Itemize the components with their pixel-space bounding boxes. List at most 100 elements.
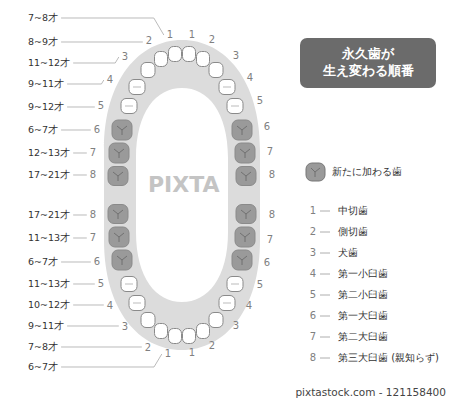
callout-number: 7: [267, 234, 273, 246]
key-number: 7: [310, 331, 316, 343]
tooth-name: 中切歯: [338, 205, 368, 217]
teeth: [108, 47, 256, 344]
callout-number: 3: [233, 50, 239, 62]
key-number: 2: [310, 226, 316, 238]
callout-number: 6: [94, 124, 100, 136]
callout-number: 5: [98, 100, 104, 112]
callout-number: 8: [269, 209, 275, 221]
key-number: 8: [310, 352, 316, 364]
callout-number: 7: [90, 232, 96, 244]
tooth: [121, 99, 137, 114]
age-label: 17~21才: [28, 210, 70, 221]
callout-number: 7: [267, 146, 273, 158]
tooth-name: 犬歯: [338, 247, 358, 259]
molar-new: [235, 227, 255, 247]
tooth: [183, 329, 196, 344]
molar-new: [108, 167, 128, 186]
leader-line: [61, 18, 164, 35]
tooth: [169, 47, 182, 62]
tooth-name: 第一小臼歯: [338, 268, 388, 280]
age-label: 7~8才: [28, 13, 58, 24]
tooth: [209, 63, 223, 78]
tooth: [155, 324, 168, 339]
age-label: 9~11才: [28, 79, 64, 90]
age-label: 11~13才: [28, 279, 70, 290]
callout-number: 2: [145, 342, 151, 354]
tooth-name: 側切歯: [338, 226, 368, 238]
tooth: [121, 277, 137, 292]
callout-number: 1: [165, 348, 171, 360]
age-label: 6~7才: [28, 257, 58, 268]
leader-line: [61, 129, 91, 130]
callout-number: 5: [98, 278, 104, 290]
age-label: 17~21才: [28, 170, 70, 181]
callout-number: 6: [264, 257, 270, 269]
callout-number: 5: [257, 95, 263, 107]
callout-number: 7: [90, 147, 96, 159]
callout-number: 1: [189, 347, 195, 359]
key-number: 4: [310, 268, 316, 280]
tooth-name: 第一大臼歯: [338, 310, 388, 322]
title-text: 永久歯が 生え変わる順番: [310, 46, 426, 80]
tooth: [155, 52, 168, 67]
leader-line: [73, 174, 87, 175]
age-label: 10~12才: [28, 300, 70, 311]
tooth: [129, 296, 145, 311]
age-label: 6~7才: [28, 125, 58, 136]
callout-number: 2: [209, 340, 215, 352]
callout-number: 4: [247, 72, 253, 84]
age-label: 9~11才: [28, 321, 64, 332]
tooth: [219, 80, 235, 95]
leader-line: [73, 304, 104, 305]
tooth-name: 第二大臼歯: [338, 331, 388, 343]
legend-text: 新たに加わる歯: [332, 166, 402, 178]
leader-line: [61, 354, 162, 367]
leader-line: [73, 57, 119, 63]
key-number: 3: [310, 247, 316, 259]
callout-number: 3: [233, 320, 239, 332]
stock-credit: pixtastock.com - 121158400: [295, 386, 446, 398]
callout-number: 5: [257, 279, 263, 291]
molar-new: [112, 250, 132, 270]
key-number: 6: [310, 310, 316, 322]
callout-number: 3: [122, 51, 128, 63]
tooth: [227, 277, 243, 292]
age-label: 11~13才: [28, 233, 70, 244]
legend-tooth: [306, 163, 325, 181]
leader-line: [61, 346, 142, 347]
leader-line: [73, 152, 87, 153]
tooth: [141, 313, 155, 328]
leader-line: [67, 80, 104, 84]
tooth: [227, 99, 243, 114]
age-label: 12~13才: [28, 148, 70, 159]
callout-number: 6: [94, 256, 100, 268]
callout-number: 4: [107, 300, 113, 312]
leader-line: [67, 325, 119, 326]
watermark: PIXTA: [148, 172, 220, 197]
leader-line: [61, 41, 143, 42]
molar-new: [232, 120, 252, 140]
molar-new: [235, 143, 255, 163]
list-dashes: [320, 211, 330, 358]
tooth-name: 第三大臼歯 (親知らず): [338, 352, 439, 364]
age-label: 11~12才: [28, 58, 70, 69]
tooth: [197, 324, 210, 339]
leader-line: [67, 106, 95, 107]
callout-number: 8: [90, 169, 96, 181]
callout-number: 1: [167, 29, 173, 41]
title-box: 永久歯が 生え変わる順番: [300, 38, 436, 88]
leader-line: [61, 261, 91, 262]
callout-number: 1: [189, 29, 195, 41]
callout-number: 8: [269, 169, 275, 181]
molar-new: [236, 167, 256, 186]
leader-line: [73, 283, 95, 284]
callout-number: 6: [264, 121, 270, 133]
tooth: [141, 63, 155, 78]
key-number: 5: [310, 289, 316, 301]
molar-new: [112, 120, 132, 140]
leader-line: [73, 214, 87, 215]
gum-ring: [104, 40, 260, 350]
tooth: [129, 80, 145, 95]
callout-number: 2: [209, 34, 215, 46]
molar-new: [109, 143, 129, 163]
